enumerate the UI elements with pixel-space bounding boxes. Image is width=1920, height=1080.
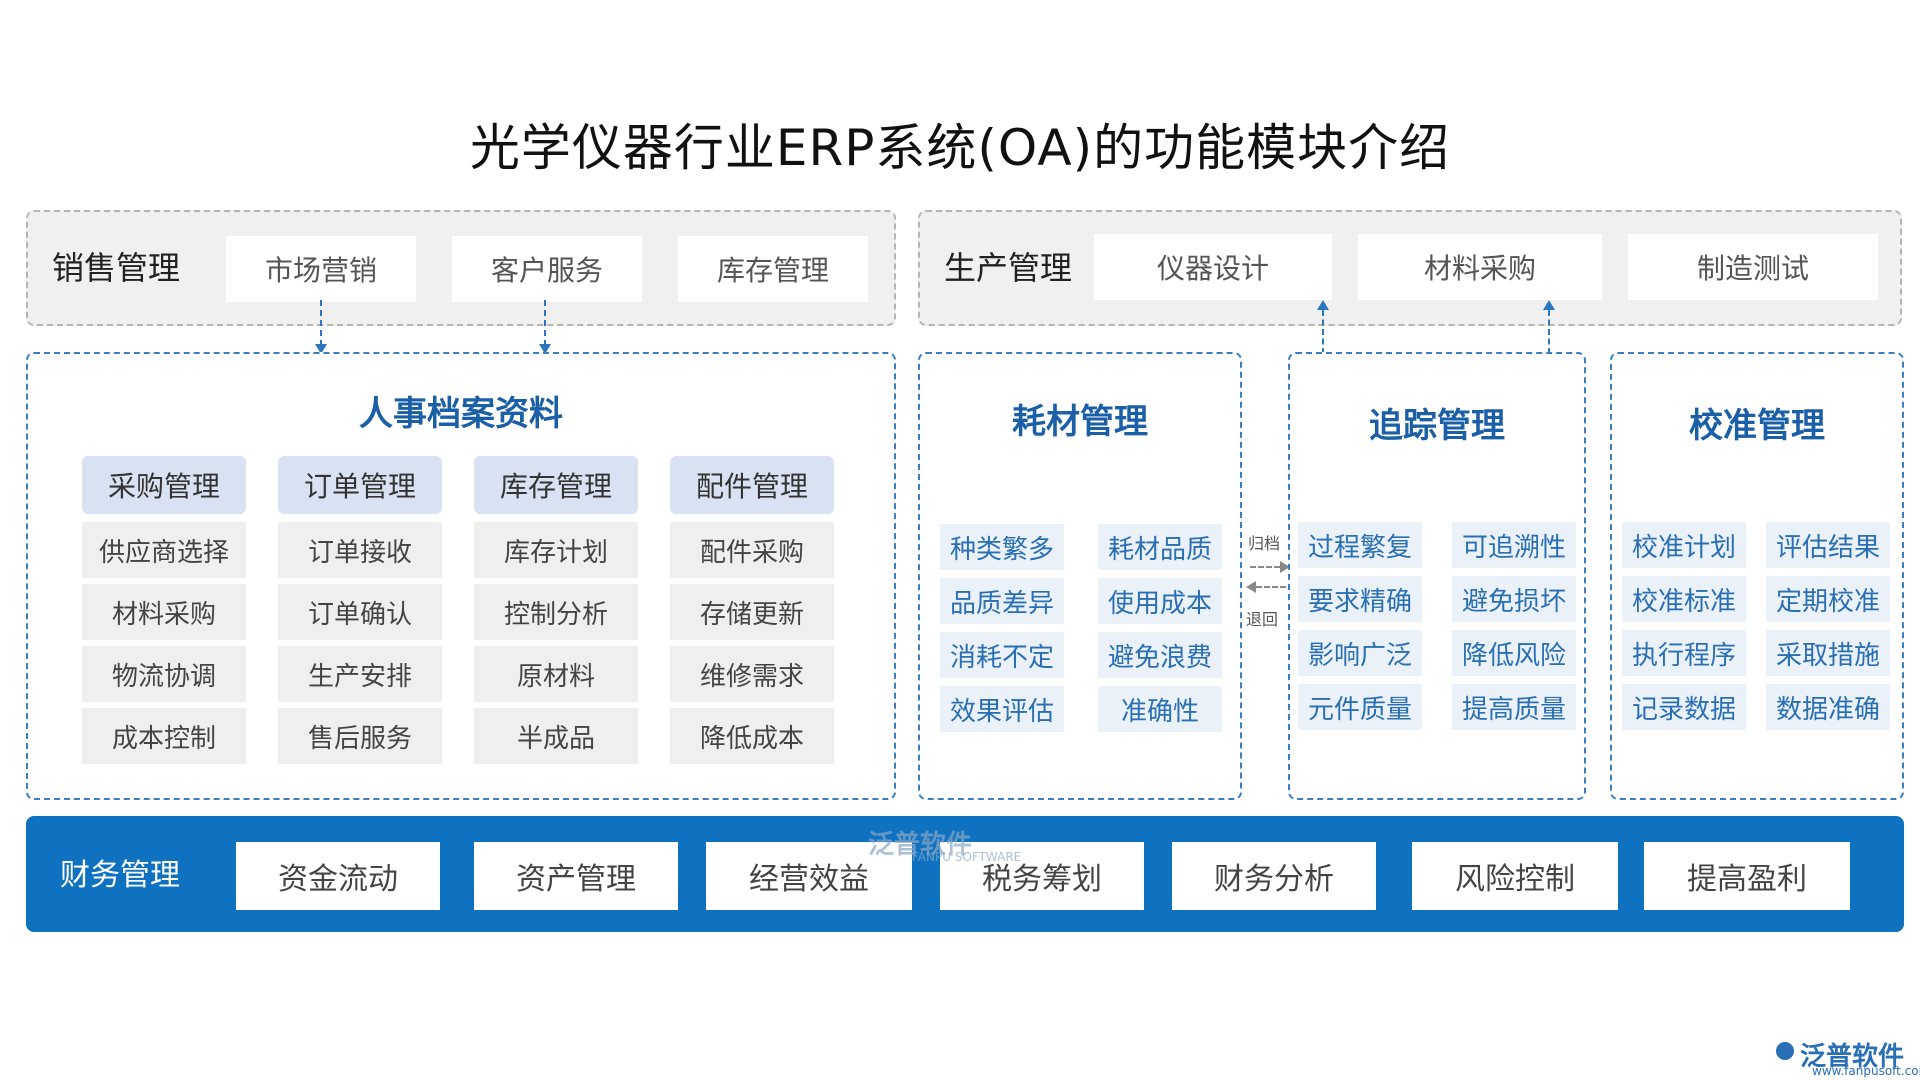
finance-item[interactable]: 经营效益 [706, 842, 912, 910]
watermark-sub: FANPU SOFTWARE [912, 850, 1022, 864]
tracking-cell[interactable]: 可追溯性 [1452, 522, 1576, 568]
tracking-title: 追踪管理 [1369, 406, 1505, 446]
footer-url: www.fanpusoft.com [1812, 1064, 1920, 1078]
hr-cell[interactable]: 订单接收 [278, 522, 442, 578]
arrow-sales-1-line [320, 300, 322, 346]
arrow-prod-2-line [1548, 310, 1550, 354]
archive-label: 归档 [1248, 534, 1281, 553]
finance-label: 财务管理 [60, 858, 180, 893]
hr-cell[interactable]: 订单确认 [278, 584, 442, 640]
consumables-cell[interactable]: 避免浪费 [1098, 632, 1222, 678]
consumables-title: 耗材管理 [1012, 402, 1148, 442]
calibration-title: 校准管理 [1689, 406, 1825, 446]
consumables-cell[interactable]: 耗材品质 [1098, 524, 1222, 570]
arrow-prod-1-line [1322, 310, 1324, 354]
hr-cell[interactable]: 供应商选择 [82, 522, 246, 578]
arrow-prod-2-head [1543, 300, 1555, 310]
calibration-cell[interactable]: 记录数据 [1622, 684, 1746, 730]
hr-cell[interactable]: 配件采购 [670, 522, 834, 578]
production-item-manufacture[interactable]: 制造测试 [1628, 234, 1878, 300]
consumables-cell[interactable]: 消耗不定 [940, 632, 1064, 678]
archive-arrow-head [1280, 561, 1290, 573]
tracking-cell[interactable]: 影响广泛 [1298, 630, 1422, 676]
finance-item[interactable]: 税务筹划 [940, 842, 1144, 910]
hr-cell[interactable]: 控制分析 [474, 584, 638, 640]
finance-item[interactable]: 提高盈利 [1644, 842, 1850, 910]
calibration-cell[interactable]: 执行程序 [1622, 630, 1746, 676]
finance-item[interactable]: 资产管理 [474, 842, 678, 910]
hr-col-inventory-header[interactable]: 库存管理 [474, 456, 638, 514]
production-item-purchase[interactable]: 材料采购 [1358, 234, 1602, 300]
production-item-design[interactable]: 仪器设计 [1094, 234, 1332, 300]
hr-col-purchase-header[interactable]: 采购管理 [82, 456, 246, 514]
footer-brand: 泛普软件 [1800, 1042, 1905, 1072]
watermark-brand: 泛普软件 [868, 830, 973, 860]
return-arrow-head [1246, 581, 1256, 593]
finance-item[interactable]: 风险控制 [1412, 842, 1618, 910]
hr-cell[interactable]: 成本控制 [82, 708, 246, 764]
consumables-cell[interactable]: 种类繁多 [940, 524, 1064, 570]
hr-cell[interactable]: 半成品 [474, 708, 638, 764]
tracking-cell[interactable]: 元件质量 [1298, 684, 1422, 730]
calibration-cell[interactable]: 采取措施 [1766, 630, 1890, 676]
hr-cell[interactable]: 售后服务 [278, 708, 442, 764]
sales-label: 销售管理 [52, 249, 181, 287]
sales-item-customer-service[interactable]: 客户服务 [452, 236, 642, 302]
hr-title: 人事档案资料 [359, 394, 563, 434]
arrow-prod-1-head [1317, 300, 1329, 310]
hr-cell[interactable]: 存储更新 [670, 584, 834, 640]
consumables-cell[interactable]: 使用成本 [1098, 578, 1222, 624]
sales-item-marketing[interactable]: 市场营销 [226, 236, 416, 302]
hr-col-order-header[interactable]: 订单管理 [278, 456, 442, 514]
production-label: 生产管理 [944, 249, 1073, 287]
hr-cell[interactable]: 原材料 [474, 646, 638, 702]
hr-cell[interactable]: 库存计划 [474, 522, 638, 578]
return-label: 退回 [1246, 610, 1279, 629]
consumables-cell[interactable]: 品质差异 [940, 578, 1064, 624]
consumables-cell[interactable]: 效果评估 [940, 686, 1064, 732]
hr-col-parts-header[interactable]: 配件管理 [670, 456, 834, 514]
calibration-cell[interactable]: 评估结果 [1766, 522, 1890, 568]
logo-icon [1776, 1042, 1794, 1060]
hr-cell[interactable]: 物流协调 [82, 646, 246, 702]
hr-cell[interactable]: 生产安排 [278, 646, 442, 702]
arrow-sales-2-line [544, 300, 546, 346]
tracking-cell[interactable]: 避免损坏 [1452, 576, 1576, 622]
arrow-sales-2-head [539, 344, 551, 354]
archive-arrow-line [1250, 566, 1280, 568]
return-arrow-line [1256, 586, 1286, 588]
finance-item[interactable]: 资金流动 [236, 842, 440, 910]
consumables-cell[interactable]: 准确性 [1098, 686, 1222, 732]
tracking-cell[interactable]: 提高质量 [1452, 684, 1576, 730]
finance-item[interactable]: 财务分析 [1172, 842, 1376, 910]
calibration-cell[interactable]: 数据准确 [1766, 684, 1890, 730]
hr-cell[interactable]: 降低成本 [670, 708, 834, 764]
page-title: 光学仪器行业ERP系统(OA)的功能模块介绍 [469, 119, 1451, 177]
calibration-cell[interactable]: 定期校准 [1766, 576, 1890, 622]
calibration-cell[interactable]: 校准计划 [1622, 522, 1746, 568]
arrow-sales-1-head [315, 344, 327, 354]
hr-cell[interactable]: 维修需求 [670, 646, 834, 702]
sales-item-inventory[interactable]: 库存管理 [678, 236, 868, 302]
tracking-cell[interactable]: 过程繁复 [1298, 522, 1422, 568]
hr-cell[interactable]: 材料采购 [82, 584, 246, 640]
tracking-cell[interactable]: 降低风险 [1452, 630, 1576, 676]
calibration-cell[interactable]: 校准标准 [1622, 576, 1746, 622]
tracking-cell[interactable]: 要求精确 [1298, 576, 1422, 622]
